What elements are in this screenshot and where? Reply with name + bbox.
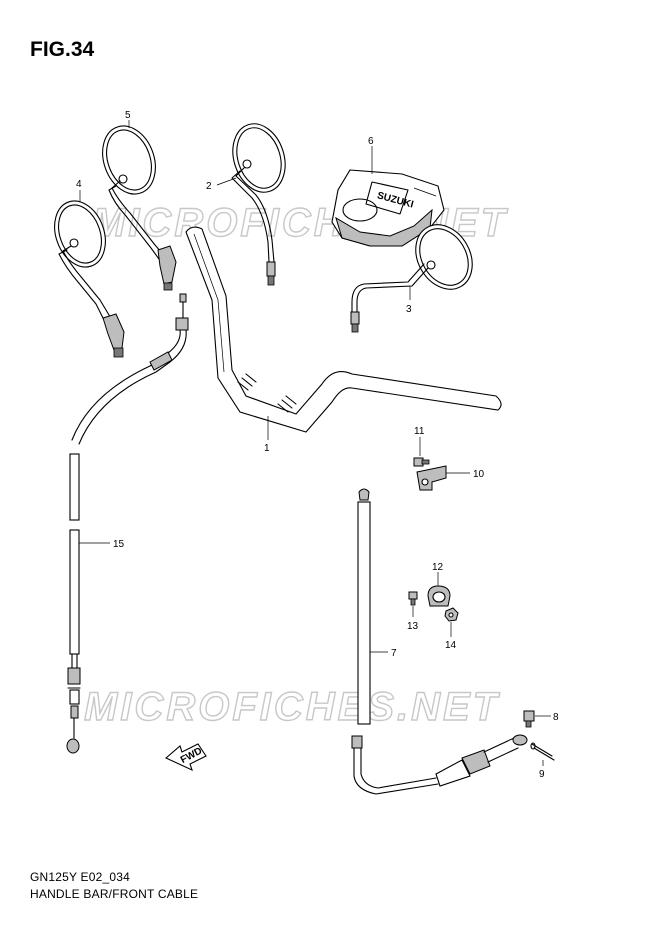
callout-14: 14 <box>445 640 457 651</box>
clamp-12[interactable] <box>427 585 451 607</box>
bolt-13[interactable] <box>408 591 418 606</box>
forward-direction-arrow: FWD <box>164 743 207 772</box>
bolt-11[interactable] <box>413 457 430 467</box>
watermark-bottom: MICROFICHES.NET <box>84 685 501 729</box>
callout-5: 5 <box>125 110 131 121</box>
switch-housing-6[interactable]: SUZUKI <box>331 169 445 247</box>
callout-3: 3 <box>406 304 412 315</box>
callout-11: 11 <box>414 426 425 437</box>
clutch-cable-15[interactable] <box>66 293 189 754</box>
model-code: GN125Y E02_034 <box>30 870 130 884</box>
callout-13: 13 <box>407 621 419 632</box>
figure-caption: HANDLE BAR/FRONT CABLE <box>30 887 199 901</box>
mirror-2[interactable] <box>224 117 293 286</box>
nut-14[interactable] <box>444 607 459 622</box>
callout-15: 15 <box>113 539 125 550</box>
clamp-10[interactable] <box>416 465 447 491</box>
callout-4: 4 <box>76 179 82 190</box>
callout-1: 1 <box>264 443 270 454</box>
callout-leaders <box>79 120 551 766</box>
handle-bar-1[interactable] <box>185 226 502 433</box>
mirror-5[interactable] <box>94 119 177 291</box>
callout-7: 7 <box>391 648 397 659</box>
mirror-3[interactable] <box>350 215 484 333</box>
bolt-8[interactable] <box>523 710 535 728</box>
callout-9: 9 <box>539 769 545 780</box>
front-brake-cable-7[interactable] <box>351 488 528 795</box>
pin-9[interactable] <box>530 742 555 761</box>
callout-6: 6 <box>368 136 374 147</box>
callout-12: 12 <box>432 562 444 573</box>
callout-10: 10 <box>473 469 485 480</box>
callout-8: 8 <box>553 712 559 723</box>
callout-2: 2 <box>206 181 212 192</box>
mirror-4[interactable] <box>46 194 125 358</box>
figure-title: FIG.34 <box>30 38 95 61</box>
